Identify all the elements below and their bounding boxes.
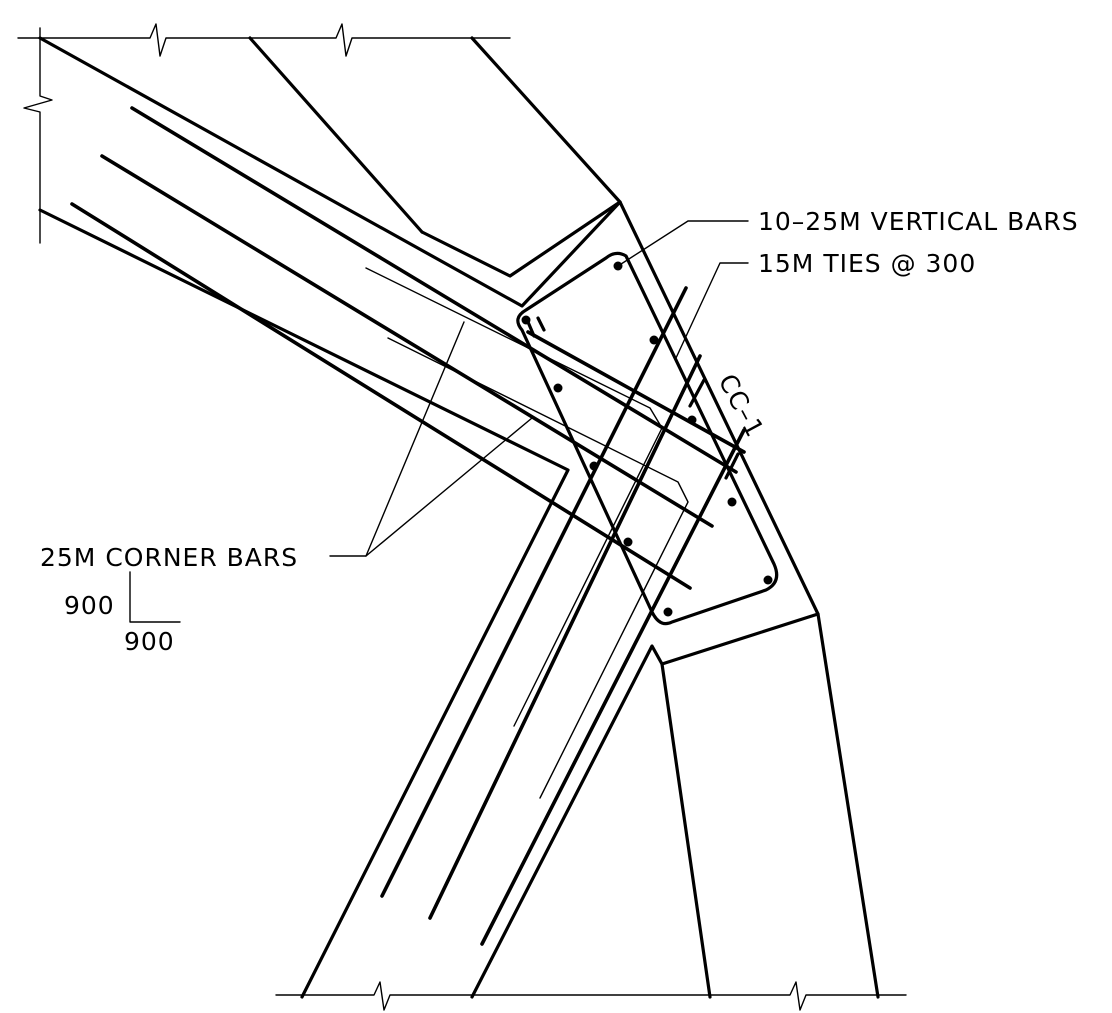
ties-label: 15M TIES @ 300 (758, 249, 976, 278)
slope-indicator (129, 571, 181, 623)
vertical-bars-label: 10–25M VERTICAL BARS (758, 207, 1079, 236)
slope-rise-label: 900 (64, 591, 115, 620)
bottom-break-line (275, 981, 907, 1011)
rebar-lines (70, 106, 746, 946)
slope-run-label: 900 (124, 627, 175, 656)
corner-bars-label: 25M CORNER BARS (40, 543, 298, 572)
section-cut-marks (688, 378, 740, 480)
leader-lines (329, 220, 749, 557)
tie-outline (516, 251, 779, 626)
top-break-line (17, 23, 511, 57)
corner-bars (365, 267, 689, 799)
section-mark-label: CC–1 (713, 369, 770, 442)
left-break-line (23, 27, 53, 244)
upper-wall-outline (38, 36, 880, 999)
